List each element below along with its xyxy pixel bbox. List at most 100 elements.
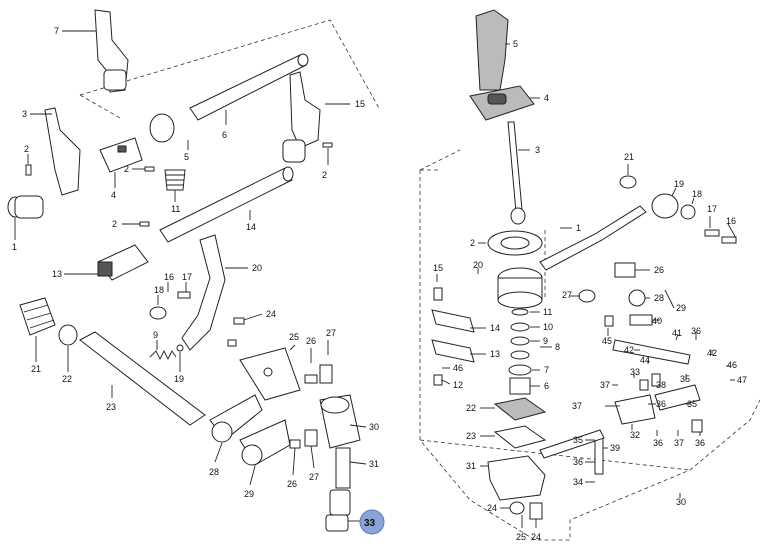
gasket-23 [493, 425, 547, 449]
callout-15: 15 [355, 99, 365, 109]
part-14 [431, 309, 475, 333]
callout-r24a: 24 [487, 503, 497, 513]
part-24s [529, 502, 543, 520]
callout-27a: 27 [326, 328, 336, 338]
pin-2c [139, 221, 150, 227]
part-16 [177, 291, 191, 299]
shift-fork-15 [289, 71, 321, 149]
part-24 [233, 317, 245, 325]
part-24r [509, 501, 525, 515]
callout-r12: 12 [453, 380, 463, 390]
callout-7: 7 [54, 26, 59, 36]
part-28 [628, 289, 646, 307]
part-40 [629, 314, 653, 326]
callout-r4: 4 [544, 93, 549, 103]
callout-29: 29 [244, 489, 254, 499]
callout-1: 1 [12, 242, 17, 252]
callout-33: 33 [364, 518, 376, 529]
part-18 [680, 204, 696, 220]
washer-10 [510, 322, 530, 332]
callout-2a: 2 [24, 144, 29, 154]
callout-r37a: 37 [600, 380, 610, 390]
callout-r41: 41 [672, 328, 682, 338]
callout-r18: 18 [692, 189, 702, 199]
callout-r26: 26 [654, 265, 664, 275]
callout-r31: 31 [466, 461, 476, 471]
selector-shaft-14 [159, 167, 293, 243]
shift-knob-5 [475, 9, 509, 91]
right-assembly: 5 4 3 2 1 15 20 14 13 46 12 11 10 9 8 7 … [419, 9, 760, 542]
part-26 [614, 262, 636, 278]
callout-r32: 32 [630, 430, 640, 440]
callout-r5: 5 [513, 39, 518, 49]
callout-24: 24 [266, 309, 276, 319]
part-37 [691, 419, 703, 433]
callout-r15: 15 [433, 263, 443, 273]
callout-18: 18 [154, 285, 164, 295]
bolt-27 [319, 364, 333, 384]
washer-8 [510, 350, 530, 360]
lever-20 [181, 234, 226, 351]
callout-r23: 23 [466, 431, 476, 441]
callout-r36b: 36 [656, 399, 666, 409]
highlight-33[interactable] [359, 509, 385, 535]
part-39 [594, 437, 604, 475]
pin-2a [25, 164, 32, 176]
washer-11 [511, 308, 529, 316]
callout-2c: 2 [112, 219, 117, 229]
part-32 [329, 489, 351, 516]
shift-lever-3 [507, 121, 523, 213]
part-17 [704, 229, 720, 237]
callout-21: 21 [31, 364, 41, 374]
callout-r35b: 35 [687, 399, 697, 409]
callout-r1: 1 [576, 223, 581, 233]
callout-r37c: 37 [674, 438, 684, 448]
part-38 [654, 384, 701, 411]
callout-r2: 2 [470, 238, 475, 248]
callout-r10: 10 [543, 322, 553, 332]
part-22 [58, 324, 78, 346]
part-31 [335, 447, 351, 489]
callout-11: 11 [171, 204, 180, 214]
callout-19: 19 [174, 374, 184, 384]
callout-r35c: 35 [573, 435, 583, 445]
callout-r30: 30 [676, 497, 686, 507]
callout-26a: 26 [306, 336, 316, 346]
callout-r29: 29 [676, 303, 686, 313]
callout-26b: 26 [287, 479, 297, 489]
callout-r33: 33 [630, 367, 640, 377]
part-18 [149, 306, 167, 320]
callout-20: 20 [252, 263, 262, 273]
part-12 [433, 374, 443, 386]
callout-r44: 44 [640, 355, 650, 365]
callout-17: 17 [182, 272, 192, 282]
part-32r [614, 394, 656, 425]
spring-9 [149, 349, 177, 361]
callout-30: 30 [369, 422, 379, 432]
part-27 [578, 289, 596, 303]
part-6 [509, 377, 531, 395]
part-19 [651, 193, 679, 219]
part-16b [721, 236, 737, 244]
callout-r46b: 46 [727, 360, 737, 370]
callout-27b: 27 [309, 472, 319, 482]
linkage-rod [539, 429, 605, 459]
callout-r25: 25 [516, 532, 526, 542]
callout-r19: 19 [674, 179, 684, 189]
part-4 [99, 137, 143, 173]
callout-r13: 13 [490, 349, 500, 359]
bolt-26 [304, 374, 318, 384]
callout-r17: 17 [707, 204, 717, 214]
part-19 [176, 344, 184, 352]
part-33 [325, 514, 349, 532]
callout-r7: 7 [544, 365, 549, 375]
part-7 [508, 364, 532, 376]
callout-4: 4 [111, 190, 116, 200]
washer-9 [510, 336, 530, 346]
callout-r46: 46 [453, 363, 463, 373]
callout-23: 23 [106, 402, 116, 412]
part-41 [612, 339, 691, 365]
callout-r8: 8 [555, 342, 560, 352]
left-callouts: 7 3 2 1 4 5 6 15 2 2 11 2 14 13 20 16 17… [12, 26, 385, 535]
